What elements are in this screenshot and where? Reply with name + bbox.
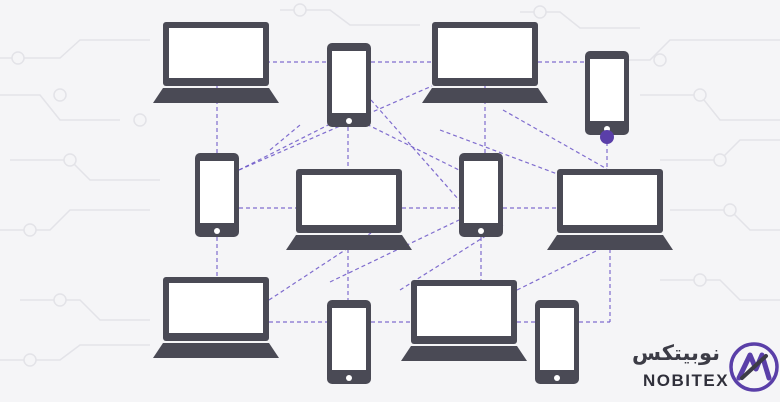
- laptop-screen: [169, 283, 263, 333]
- circuit-node: [693, 273, 707, 287]
- smartphone-icon: [535, 300, 579, 384]
- nobitex-brand: نوبیتکس NOBITEX: [632, 341, 780, 402]
- laptop-screen: [417, 286, 511, 336]
- circuit-trace: [660, 279, 780, 301]
- phone-home-button: [554, 375, 560, 381]
- laptop-base: [547, 235, 673, 250]
- phone-screen: [540, 308, 574, 370]
- laptop-icon: [153, 22, 279, 103]
- phone-home-button: [214, 228, 220, 234]
- laptop-icon: [422, 22, 548, 103]
- laptop-icon: [286, 169, 412, 250]
- network-link: [439, 129, 561, 176]
- smartphone-icon: [327, 43, 371, 127]
- laptop-base: [286, 235, 412, 250]
- circuit-background: [0, 3, 780, 367]
- smartphone-icon: [585, 51, 629, 135]
- circuit-node: [693, 88, 707, 102]
- circuit-trace: [640, 94, 780, 121]
- phone-screen: [200, 161, 234, 223]
- laptop-screen: [302, 175, 396, 225]
- smartphone-icon: [195, 153, 239, 237]
- network-link: [238, 85, 433, 171]
- laptop-screen: [563, 175, 657, 225]
- circuit-node: [713, 153, 727, 167]
- phone-screen: [332, 51, 366, 113]
- circuit-node: [533, 5, 547, 19]
- phone-screen: [590, 59, 624, 121]
- nobitex-logo-icon: [729, 342, 779, 392]
- laptop-icon: [153, 277, 279, 358]
- phone-screen: [464, 161, 498, 223]
- phone-screen: [332, 308, 366, 370]
- smartphone-icon: [459, 153, 503, 237]
- circuit-trace: [10, 159, 160, 181]
- circuit-node: [23, 353, 37, 367]
- circuit-trace: [670, 209, 780, 231]
- network-link: [329, 219, 460, 283]
- laptop-icon: [547, 169, 673, 250]
- circuit-trace: [0, 344, 150, 361]
- brand-name-persian: نوبیتکس: [632, 341, 720, 365]
- phone-home-button: [478, 228, 484, 234]
- devices: [153, 22, 673, 384]
- circuit-node: [11, 51, 25, 65]
- laptop-icon: [401, 280, 527, 361]
- laptop-screen: [169, 28, 263, 78]
- laptop-base: [401, 346, 527, 361]
- circuit-node: [723, 203, 737, 217]
- phone-home-button: [346, 118, 352, 124]
- smartphone-icon: [327, 300, 371, 384]
- brand-name-english: NOBITEX: [643, 371, 730, 390]
- network-link: [370, 99, 460, 201]
- circuit-node: [293, 3, 307, 17]
- circuit-trace: [0, 94, 120, 121]
- circuit-trace: [0, 209, 150, 231]
- network-link: [516, 248, 601, 291]
- accent-node: [600, 130, 614, 144]
- circuit-trace: [660, 139, 780, 161]
- circuit-node: [53, 293, 67, 307]
- circuit-node: [23, 223, 37, 237]
- laptop-screen: [438, 28, 532, 78]
- circuit-node: [53, 88, 67, 102]
- circuit-node: [133, 113, 147, 127]
- phone-home-button: [346, 375, 352, 381]
- laptop-base: [422, 88, 548, 103]
- laptop-base: [153, 88, 279, 103]
- circuit-node: [63, 153, 77, 167]
- network-link: [502, 109, 608, 170]
- circuit-trace: [0, 39, 150, 59]
- circuit-trace: [20, 299, 150, 321]
- circuit-node: [653, 53, 667, 67]
- laptop-base: [153, 343, 279, 358]
